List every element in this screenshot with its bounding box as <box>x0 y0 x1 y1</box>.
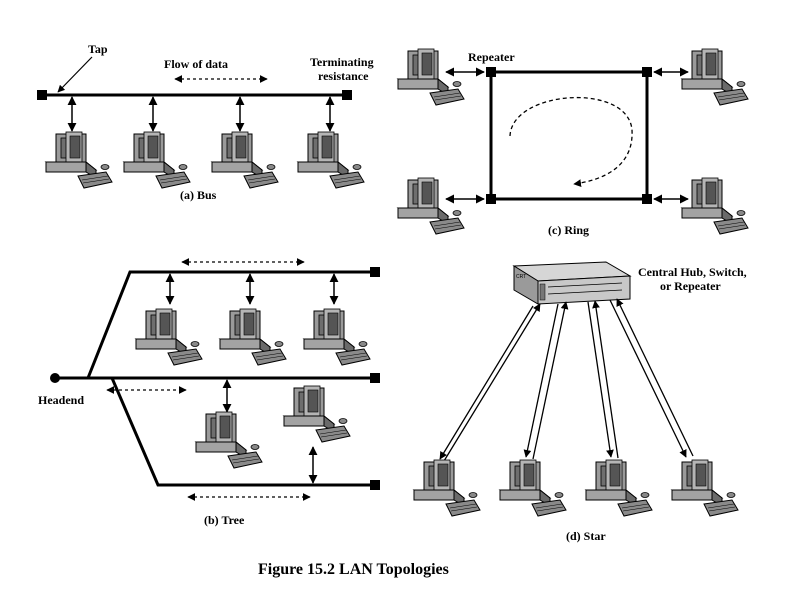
flow-of-data-label: Flow of data <box>164 57 228 71</box>
tree-computer-1 <box>135 308 203 366</box>
ring-topology: Repeater (c) Ring <box>397 48 749 237</box>
bus-caption: (a) Bus <box>180 188 217 202</box>
tree-lower-branch <box>110 377 373 487</box>
tree-computer-5 <box>283 385 351 443</box>
bus-computer-2 <box>123 131 191 189</box>
bus-terminator-left <box>37 90 47 100</box>
star-caption: (d) Star <box>566 529 606 543</box>
tree-computer-3 <box>303 308 371 366</box>
ring-repeater-tl <box>486 67 496 77</box>
bus-computer-4 <box>297 131 365 189</box>
star-link-4-up <box>609 299 687 458</box>
ring-computer-tr <box>681 48 749 106</box>
tap-label: Tap <box>88 42 108 56</box>
ring-repeater-bl <box>486 194 496 204</box>
ring-repeater-br <box>642 194 652 204</box>
star-computer-3 <box>585 459 653 517</box>
star-link-1-up <box>439 305 534 460</box>
tree-topology: Headend (b) Tree <box>38 258 380 527</box>
ring-computer-br <box>681 177 749 235</box>
star-link-3-up <box>587 301 614 458</box>
ring-flow-arrow <box>509 96 633 187</box>
repeater-label: Repeater <box>468 50 515 64</box>
hub-label-2: or Repeater <box>660 279 721 293</box>
ring-computer-bl <box>397 177 465 235</box>
tree-computer-2 <box>219 308 287 366</box>
tree-terminator-mid <box>370 373 380 383</box>
tree-caption: (b) Tree <box>204 513 245 527</box>
headend-label: Headend <box>38 393 84 407</box>
star-computer-1 <box>413 459 481 517</box>
figure-caption: Figure 15.2 LAN Topologies <box>258 561 449 578</box>
star-topology: CRT Central Hub, Switch, or Repeater (d)… <box>413 261 747 543</box>
tree-terminator-bottom <box>370 480 380 490</box>
tree-computer-4 <box>195 411 263 469</box>
hub-device-text: CRT <box>516 274 526 280</box>
terminating-label-2: resistance <box>318 69 369 83</box>
star-link-2-up <box>523 303 559 458</box>
ring-cable <box>489 70 649 201</box>
star-link-4-down <box>616 298 694 457</box>
bus-computer-3 <box>211 131 279 189</box>
ring-repeater-tr <box>642 67 652 77</box>
ring-computer-tl <box>397 48 465 106</box>
tree-upper-branch <box>86 270 373 379</box>
tree-terminator-top <box>370 267 380 277</box>
ring-caption: (c) Ring <box>548 223 589 237</box>
bus-terminator-right <box>342 90 352 100</box>
star-computer-2 <box>499 459 567 517</box>
terminating-label-1: Terminating <box>310 55 374 69</box>
star-computer-4 <box>671 459 739 517</box>
star-link-2-down <box>532 301 569 460</box>
star-link-1-down <box>443 303 541 462</box>
star-link-3-down <box>592 300 619 459</box>
tap-pointer <box>57 56 93 93</box>
bus-topology: Tap Flow of data Terminating resistance … <box>37 42 374 202</box>
central-hub: CRT <box>512 261 632 305</box>
hub-label-1: Central Hub, Switch, <box>638 265 747 279</box>
bus-computer-1 <box>45 131 113 189</box>
